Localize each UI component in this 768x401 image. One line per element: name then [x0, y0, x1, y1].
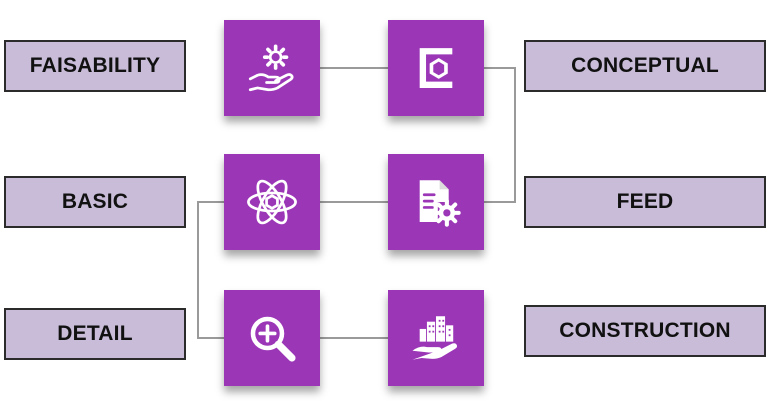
magnifier-plus-icon	[250, 316, 296, 362]
tile-conceptual	[388, 20, 484, 116]
label-feed-text: FEED	[616, 190, 674, 213]
tile-detail	[224, 290, 320, 386]
label-faisability: FAISABILITY	[4, 40, 186, 92]
tile-basic	[224, 154, 320, 250]
label-detail: DETAIL	[4, 308, 186, 360]
tile-faisability	[224, 20, 320, 116]
connector-conceptual-feed	[484, 67, 516, 203]
hand-buildings-icon	[412, 316, 458, 360]
tile-feed	[388, 154, 484, 250]
label-detail-text: DETAIL	[57, 322, 133, 345]
label-feed: FEED	[524, 176, 766, 228]
connector-basic-detail	[197, 201, 224, 339]
label-faisability-text: FAISABILITY	[29, 54, 161, 77]
label-basic: BASIC	[4, 176, 186, 228]
hand-gear-icon	[248, 44, 294, 92]
label-construction-text: CONSTRUCTION	[559, 319, 731, 342]
label-conceptual: CONCEPTUAL	[524, 40, 766, 92]
label-conceptual-text: CONCEPTUAL	[571, 54, 719, 77]
cube-bracket-icon	[419, 48, 453, 88]
tile-construction	[388, 290, 484, 386]
atom-icon	[247, 179, 297, 225]
label-construction: CONSTRUCTION	[524, 305, 766, 357]
label-basic-text: BASIC	[61, 190, 129, 213]
document-gear-icon	[419, 180, 461, 227]
